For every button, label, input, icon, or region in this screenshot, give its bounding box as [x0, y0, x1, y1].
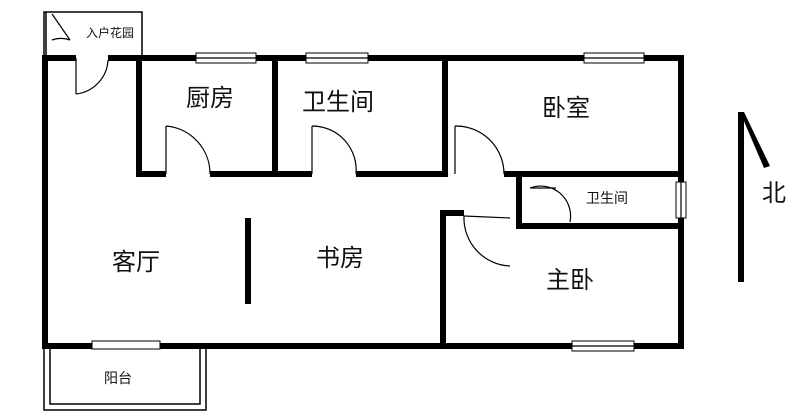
entry-door-swing: [75, 59, 109, 95]
label-bedroom: 卧室: [542, 94, 590, 122]
entrance-garden-outline: [43, 11, 143, 57]
partition-living-study: [245, 218, 251, 304]
wall-top-left: [42, 55, 76, 61]
wall-left: [42, 55, 48, 349]
mbath-door-swing: [529, 185, 572, 223]
label-living-room: 客厅: [112, 248, 160, 276]
doors: [165, 125, 572, 267]
wall-study-stub: [440, 210, 464, 216]
entry-door: [75, 58, 109, 95]
label-kitchen: 厨房: [186, 84, 234, 112]
bedroom-door-swing: [454, 125, 505, 175]
north-label: 北: [762, 179, 786, 207]
wall-bottom-left: [42, 343, 92, 349]
label-study: 书房: [316, 244, 364, 272]
kitchen-door-swing: [165, 125, 211, 175]
label-balcony: 阳台: [104, 371, 132, 387]
label-bathroom: 卫生间: [302, 88, 374, 116]
wall-h-bedroom: [504, 171, 684, 177]
wall-bottom: [160, 343, 684, 349]
garden-door-leaf: [51, 13, 71, 41]
north-arrow-shaft: [738, 112, 744, 282]
wall-h-kitchen-a: [136, 171, 166, 177]
master-door-swing: [463, 215, 511, 267]
balcony-outline: [43, 349, 207, 411]
balcony: 阳台: [43, 349, 207, 411]
balcony-inner-outline: [49, 349, 201, 405]
balcony-opening: [91, 340, 161, 350]
label-master-bedroom: 主卧: [546, 266, 594, 294]
wall-kitchen-left: [136, 55, 142, 177]
wall-h-kitchen-b: [210, 171, 312, 177]
wall-bath-bedroom: [442, 55, 448, 177]
wall-kitchen-bath: [272, 55, 278, 177]
wall-top: [108, 55, 684, 61]
bath-door-swing: [311, 125, 357, 175]
entrance-garden: 入户花园: [43, 11, 143, 57]
wall-h-bath: [356, 171, 448, 177]
wall-mbath-left: [516, 171, 522, 229]
wall-study-right: [440, 210, 446, 349]
label-master-bathroom: 卫生间: [586, 191, 628, 207]
master-door-leaf: [463, 215, 511, 219]
wall-mbath-bottom: [516, 223, 684, 229]
interior-walls: [136, 55, 684, 349]
windows: [91, 52, 687, 352]
north-arrow: 北: [738, 112, 786, 282]
garden-door-swing: [51, 37, 71, 41]
label-entrance-garden: 入户花园: [86, 25, 134, 40]
north-arrow-head: [740, 112, 770, 168]
